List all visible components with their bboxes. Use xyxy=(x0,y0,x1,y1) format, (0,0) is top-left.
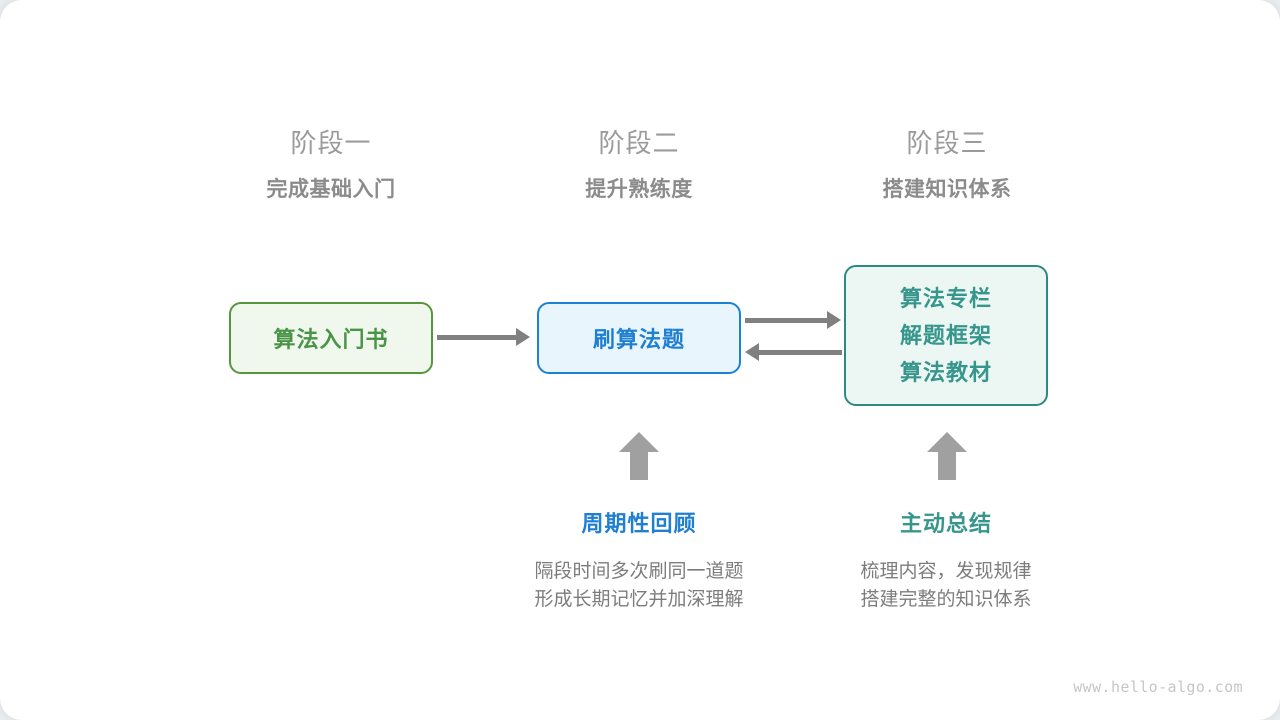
node-algorithm-intro-book: 算法入门书 xyxy=(229,302,433,374)
phase-1-title: 阶段一 xyxy=(290,128,372,158)
annotation-active-summary: 主动总结 梳理内容，发现规律 搭建完整的知识体系 xyxy=(786,509,1106,614)
annotation-summary-title: 主动总结 xyxy=(899,511,992,536)
node-book-line-1: 算法入门书 xyxy=(273,327,389,352)
annotation-review-title: 周期性回顾 xyxy=(581,511,697,536)
phase-2-title: 阶段二 xyxy=(598,128,680,158)
phase-header-2: 阶段二 提升熟练度 xyxy=(509,126,769,205)
connector-resources-to-practice-line xyxy=(756,350,842,355)
phase-3-subtitle: 搭建知识体系 xyxy=(882,178,1012,201)
annotation-periodic-review: 周期性回顾 隔段时间多次刷同一道题 形成长期记忆并加深理解 xyxy=(479,509,799,614)
phase-header-1: 阶段一 完成基础入门 xyxy=(201,126,461,205)
node-practice-line-1: 刷算法题 xyxy=(592,327,685,352)
node-knowledge-resources: 算法专栏 解题框架 算法教材 xyxy=(844,265,1048,406)
node-practice-problems: 刷算法题 xyxy=(537,302,741,374)
annotation-review-desc-line-1: 隔段时间多次刷同一道题 xyxy=(534,561,744,582)
phase-2-subtitle: 提升熟练度 xyxy=(585,178,693,201)
arrow-left-icon xyxy=(745,343,759,361)
annotation-summary-description: 梳理内容，发现规律 搭建完整的知识体系 xyxy=(786,558,1106,614)
connector-practice-to-resources-line xyxy=(745,318,831,323)
phase-3-title: 阶段三 xyxy=(906,128,988,158)
node-resources-line-2: 解题框架 xyxy=(899,323,992,348)
node-resources-line-1: 算法专栏 xyxy=(899,286,992,311)
annotation-summary-desc-line-2: 搭建完整的知识体系 xyxy=(860,589,1032,610)
arrow-up-icon xyxy=(619,432,659,480)
annotation-summary-desc-line-1: 梳理内容，发现规律 xyxy=(860,561,1032,582)
connector-book-to-practice-line xyxy=(437,335,521,340)
phase-1-subtitle: 完成基础入门 xyxy=(266,178,396,201)
site-watermark: www.hello-algo.com xyxy=(1073,678,1243,696)
annotation-review-description: 隔段时间多次刷同一道题 形成长期记忆并加深理解 xyxy=(479,558,799,614)
phase-header-3: 阶段三 搭建知识体系 xyxy=(817,126,1077,205)
arrow-right-icon xyxy=(827,311,841,329)
arrow-up-icon xyxy=(927,432,967,480)
annotation-review-desc-line-2: 形成长期记忆并加深理解 xyxy=(534,589,744,610)
arrow-right-icon xyxy=(516,328,530,346)
node-resources-line-3: 算法教材 xyxy=(899,360,992,385)
